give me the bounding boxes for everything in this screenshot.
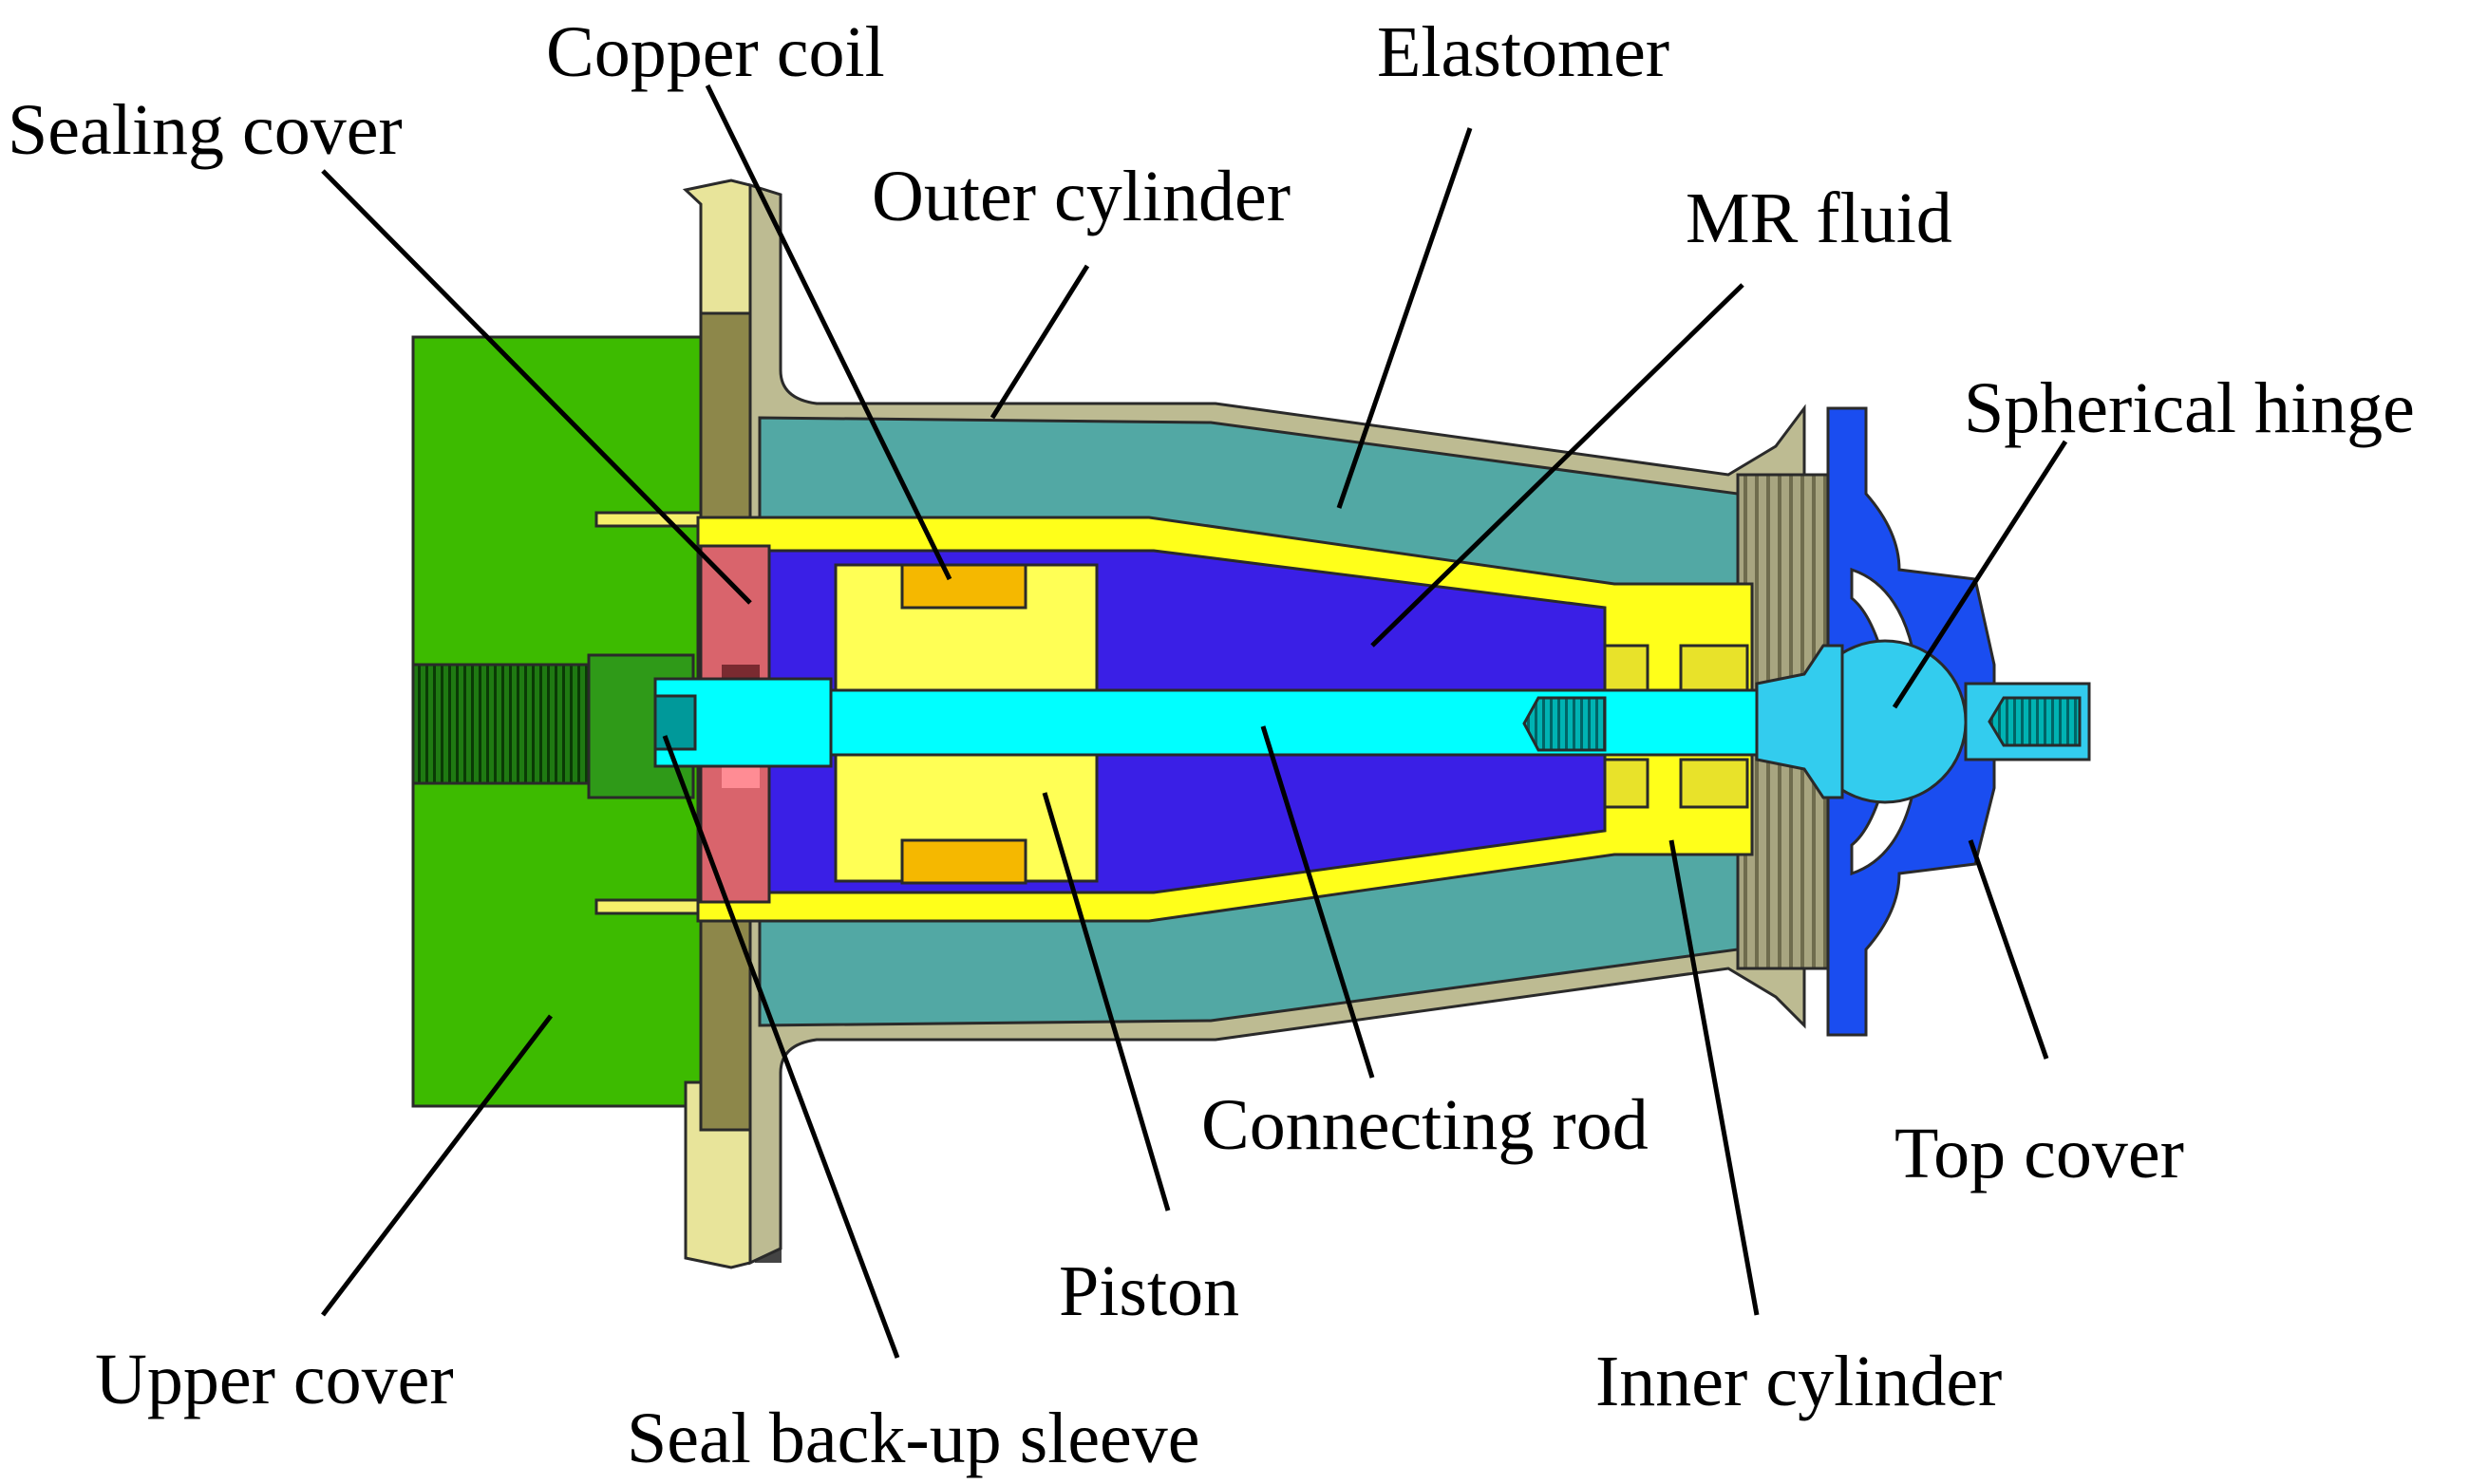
label-top-cover: Top cover	[1894, 1114, 2184, 1193]
leader-copper-coil	[705, 84, 952, 581]
label-sealing-cover: Sealing cover	[8, 90, 403, 170]
label-elastomer: Elastomer	[1377, 12, 1669, 92]
label-connecting-rod: Connecting rod	[1201, 1085, 1649, 1165]
leader-inner-cylinder	[1668, 839, 1760, 1316]
copper-coil-part	[900, 563, 1027, 885]
leader-mr-fluid	[1370, 283, 1744, 648]
leader-elastomer	[1336, 127, 1473, 509]
rod-threaded-end	[1522, 696, 1607, 752]
label-inner-cylinder: Inner cylinder	[1595, 1342, 2002, 1421]
label-spherical-hinge: Spherical hinge	[1964, 368, 2415, 448]
leader-top-cover	[1968, 839, 2049, 1060]
leader-outer-cylinder	[989, 264, 1090, 420]
part-labels: Copper coil Elastomer Sealing cover Oute…	[8, 12, 2415, 1478]
leader-lines	[321, 84, 2068, 1359]
label-upper-cover: Upper cover	[95, 1340, 454, 1419]
upper-cover-threaded-bore	[411, 663, 595, 785]
inner-cylinder-end-fitting	[1603, 644, 1749, 809]
label-outer-cylinder: Outer cylinder	[872, 157, 1291, 236]
label-copper-coil: Copper coil	[546, 12, 885, 92]
leader-piston	[1042, 792, 1171, 1212]
label-mr-fluid: MR fluid	[1686, 178, 1952, 258]
leader-spherical-hinge	[1892, 440, 2068, 709]
connecting-rod-part	[653, 677, 1759, 768]
outer-cylinder-flange	[682, 178, 782, 1269]
leader-connecting-rod	[1260, 725, 1375, 1079]
upper-bolt	[594, 511, 705, 528]
label-piston: Piston	[1059, 1251, 1239, 1331]
leader-upper-cover	[321, 1014, 553, 1317]
leader-sealing-cover	[321, 169, 752, 605]
leader-seal-backup-sleeve	[662, 735, 900, 1359]
lower-bolt	[594, 898, 705, 915]
label-seal-backup-sleeve: Seal back-up sleeve	[627, 1399, 1200, 1478]
spherical-hinge-part	[1755, 639, 2091, 804]
